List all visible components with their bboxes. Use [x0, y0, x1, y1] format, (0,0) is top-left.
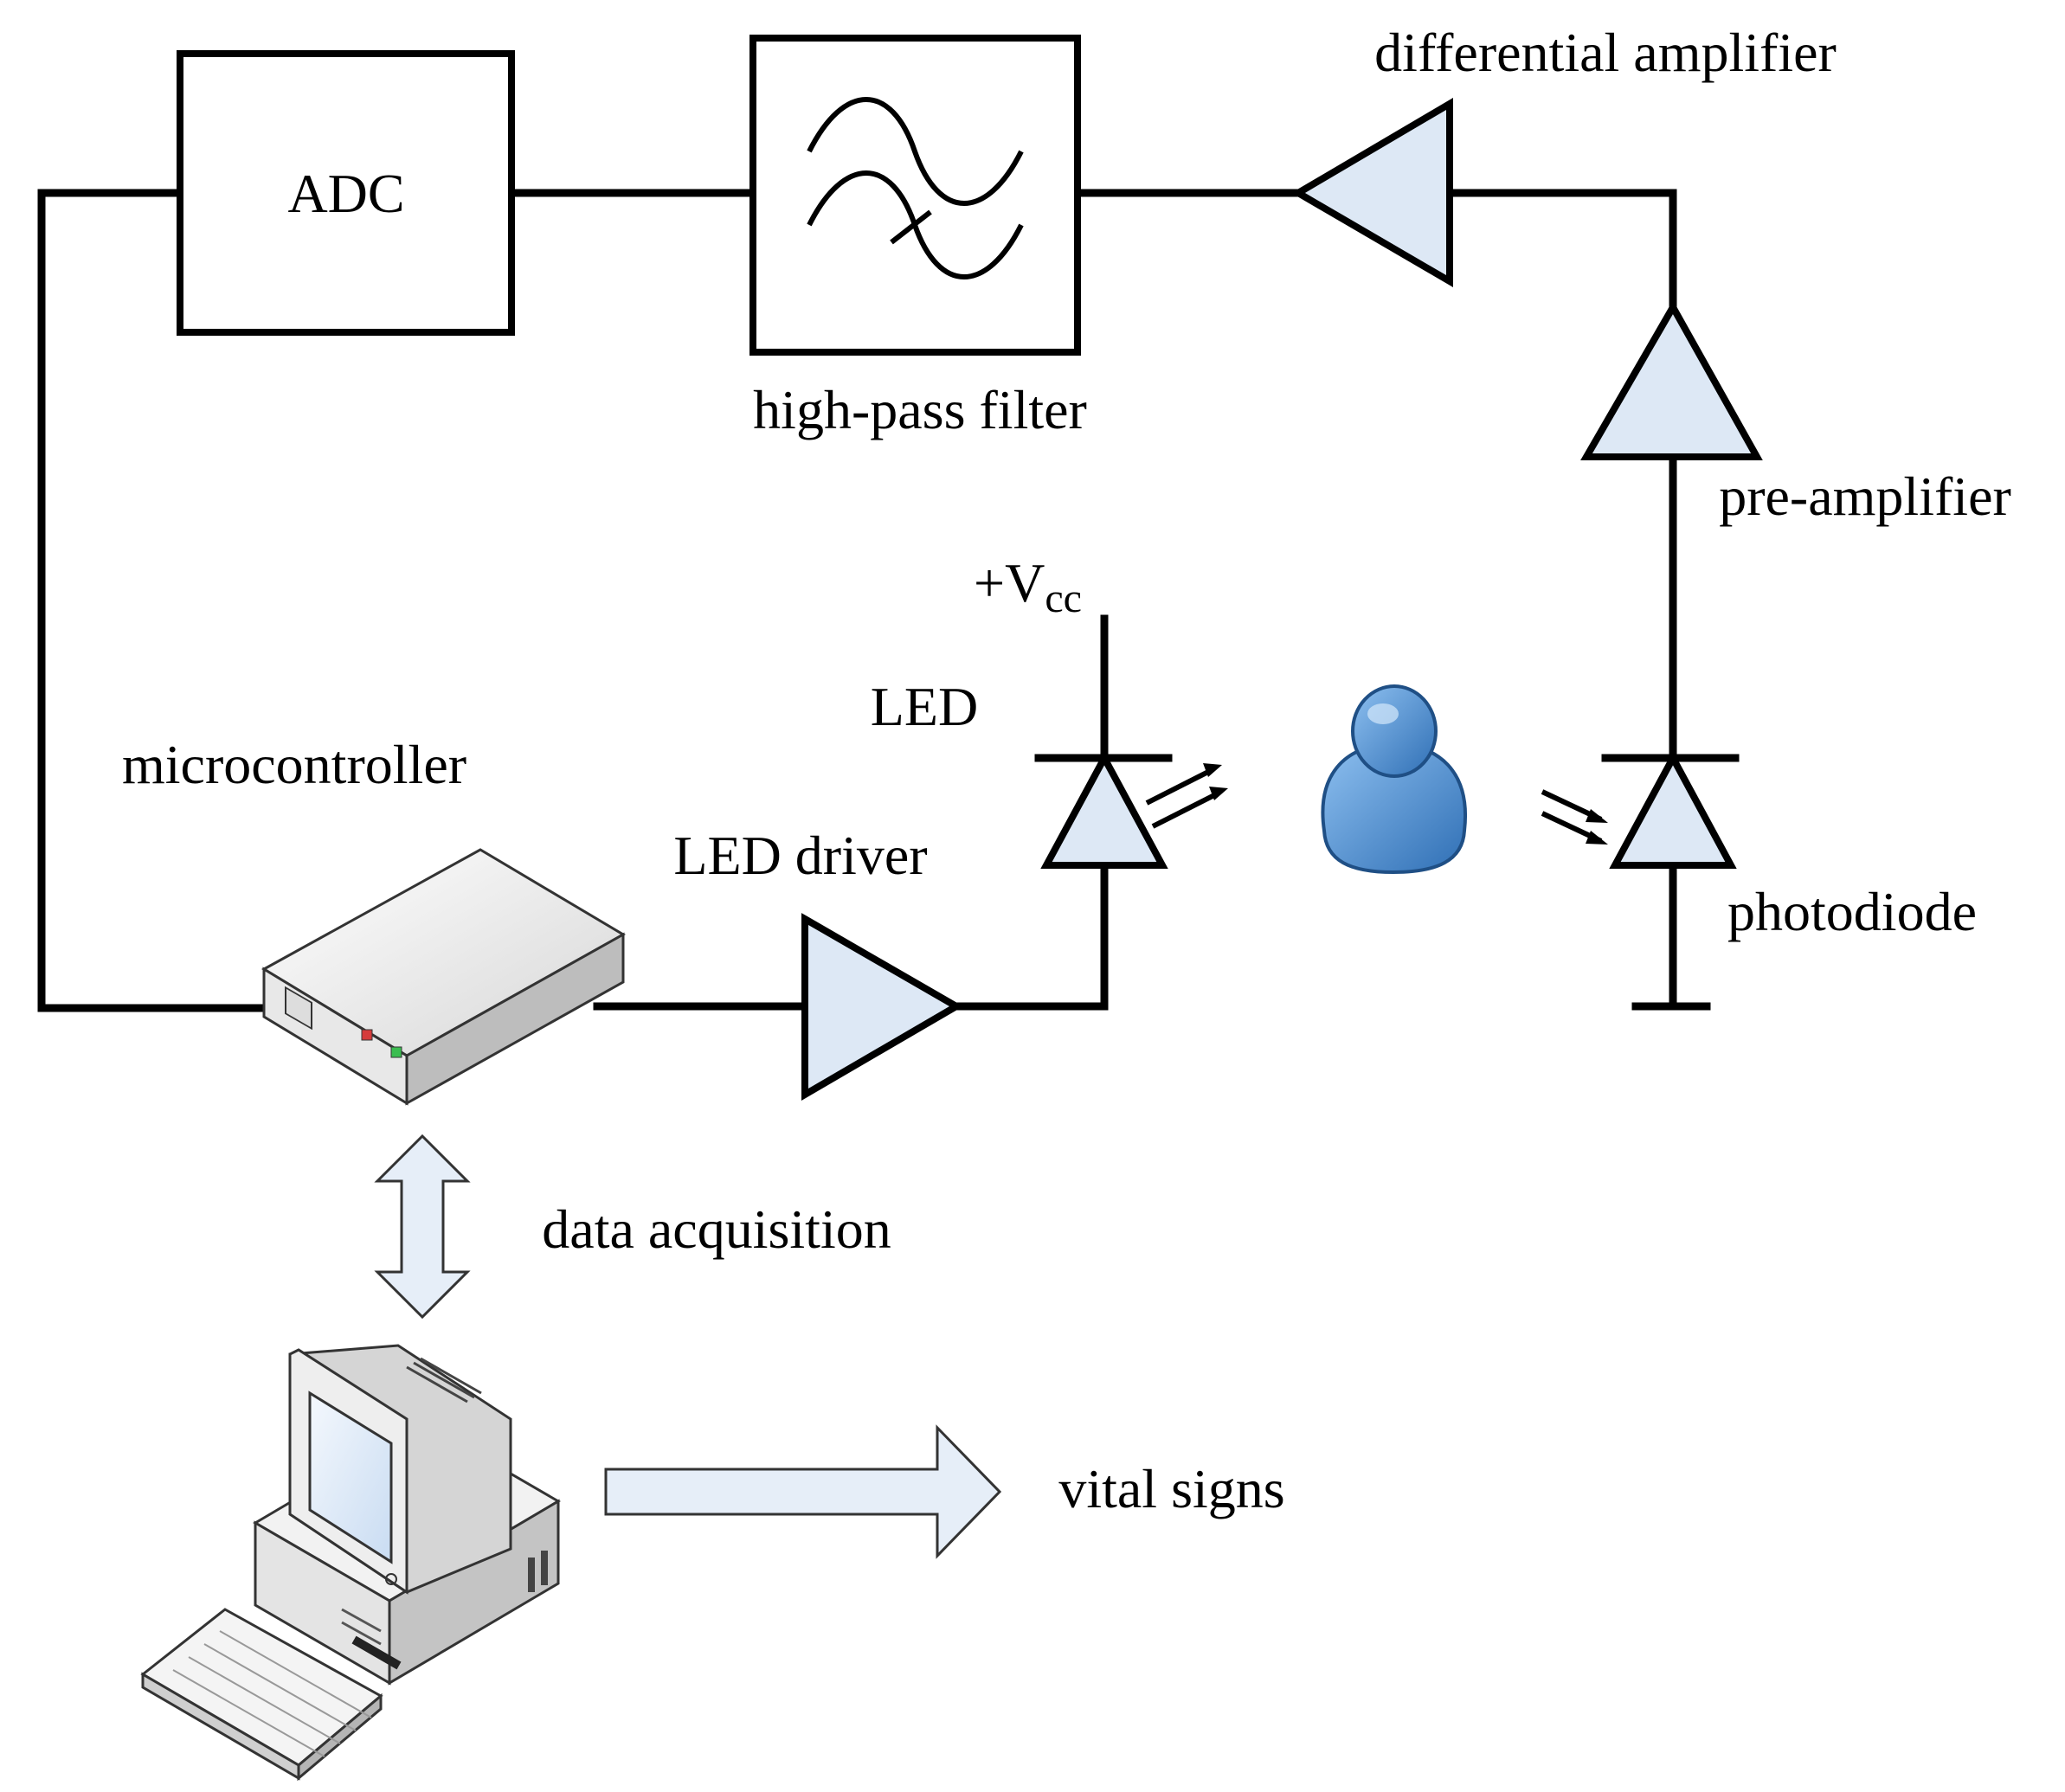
differential-amplifier: differential amplifier [1291, 22, 1837, 287]
wires [37, 189, 1711, 1012]
data-acquisition-arrow: data acquisition [374, 1134, 891, 1320]
high-pass-filter-block: high-pass filter [749, 35, 1087, 440]
photodiode: photodiode [1541, 750, 1977, 942]
led-driver-label: LED driver [673, 825, 927, 886]
microcontroller-box-icon: microcontroller [122, 734, 627, 1106]
high-pass-filter-label: high-pass filter [753, 379, 1087, 440]
emitted-light-arrows-icon [1145, 763, 1228, 829]
vcc-label: +Vcc [974, 552, 1082, 621]
differential-amplifier-label: differential amplifier [1374, 22, 1837, 83]
computer-icon [140, 1344, 561, 1782]
keyboard-icon [140, 1608, 383, 1782]
incoming-light-arrows-icon [1541, 789, 1608, 845]
pre-amplifier: pre-amplifier [1580, 299, 2011, 527]
led: LED +Vcc [871, 552, 1228, 869]
led-label: LED [871, 676, 978, 737]
wire-driver-led [956, 861, 1109, 1011]
vital-signs-label: vital signs [1058, 1458, 1284, 1519]
wire-adc-to-microcontroller [37, 189, 274, 1012]
photodiode-label: photodiode [1727, 881, 1977, 942]
led-driver: LED driver [673, 825, 963, 1101]
adc-label: ADC [287, 163, 404, 224]
data-acquisition-label: data acquisition [542, 1198, 891, 1260]
sine-filter-icon [807, 97, 1024, 279]
vital-signs-arrow: vital signs [604, 1424, 1285, 1559]
adc-block: ADC [177, 50, 515, 336]
wire-diffamp-preamp [1450, 189, 1677, 312]
pre-amplifier-label: pre-amplifier [1719, 466, 2011, 527]
person-icon [1321, 684, 1467, 875]
microcontroller-label: microcontroller [122, 734, 466, 795]
